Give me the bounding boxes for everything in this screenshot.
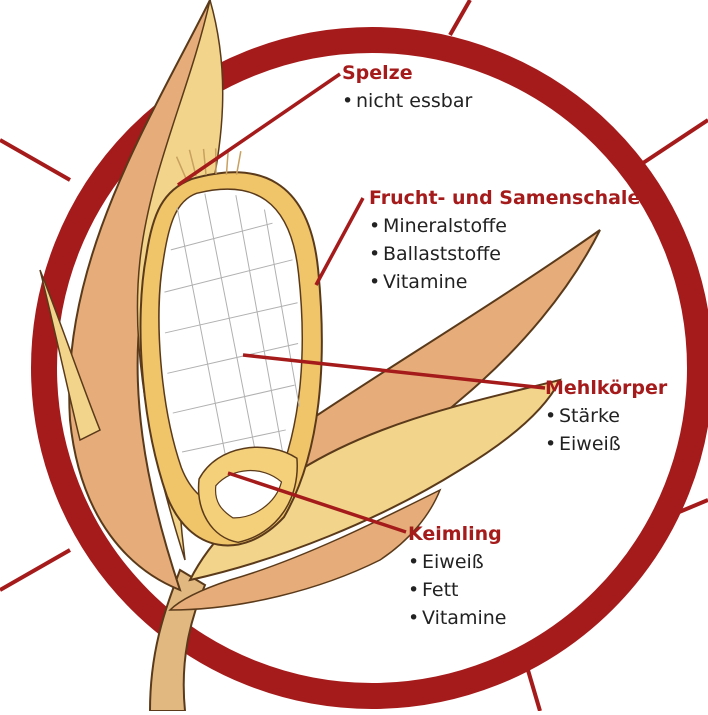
label-spelze-title: Spelze (342, 64, 472, 83)
label-schale-item: •Mineralstoffe (369, 217, 640, 236)
label-spelze: Spelze •nicht essbar (342, 64, 472, 111)
label-mehl-title: Mehlkörper (545, 379, 667, 398)
label-mehl-item: •Stärke (545, 407, 667, 426)
label-mehl: Mehlkörper •Stärke •Eiweiß (545, 379, 667, 454)
label-spelze-item: •nicht essbar (342, 92, 472, 111)
label-schale: Frucht- und Samenschale •Mineralstoffe •… (369, 189, 640, 292)
label-schale-title: Frucht- und Samenschale (369, 189, 640, 208)
label-mehl-item: •Eiweiß (545, 435, 667, 454)
label-keim-item: •Eiweiß (408, 553, 506, 572)
label-keim: Keimling •Eiweiß •Fett •Vitamine (408, 525, 506, 628)
label-keim-title: Keimling (408, 525, 506, 544)
label-keim-item: •Vitamine (408, 609, 506, 628)
label-schale-item: •Vitamine (369, 273, 640, 292)
label-keim-item: •Fett (408, 581, 506, 600)
label-schale-item: •Ballaststoffe (369, 245, 640, 264)
